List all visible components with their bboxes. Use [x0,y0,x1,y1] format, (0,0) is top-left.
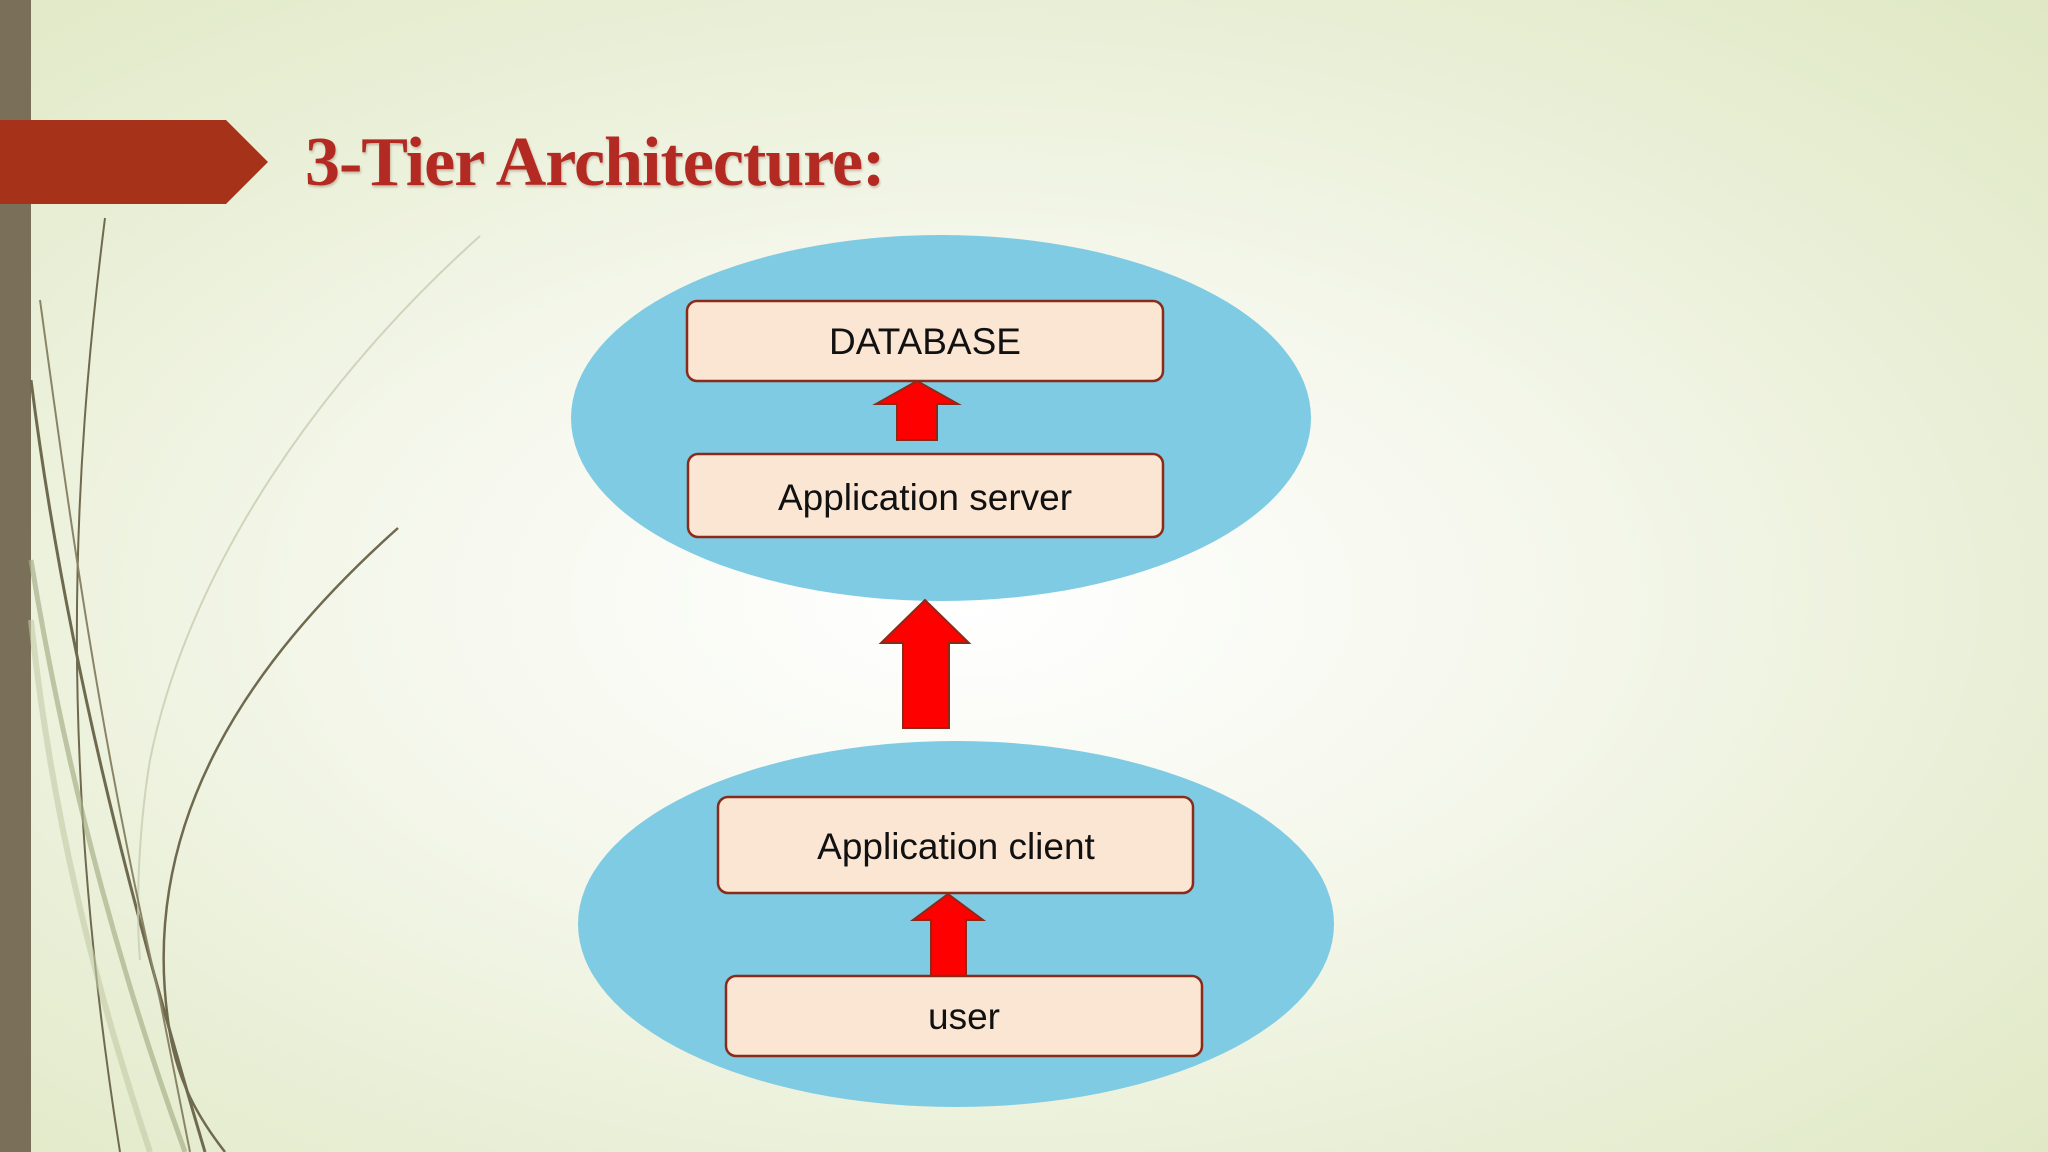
arrow-server-to-database [872,379,962,441]
user-label: user [928,996,1000,1037]
arrow-user-to-client [909,892,987,977]
database-box: DATABASE [685,299,1165,383]
server-tier-ellipse [571,235,1311,601]
application-server-box: Application server [686,452,1165,539]
application-client-label: Application client [817,826,1095,867]
application-client-box: Application client [716,795,1195,895]
application-server-label: Application server [778,477,1072,518]
user-box: user [724,974,1204,1058]
title-tab [0,120,268,204]
decorative-grass-lines [28,217,481,1152]
slide-title: 3-Tier Architecture: [305,124,885,201]
arrow-client-tier-to-server-tier [878,598,972,729]
database-label: DATABASE [829,321,1021,362]
